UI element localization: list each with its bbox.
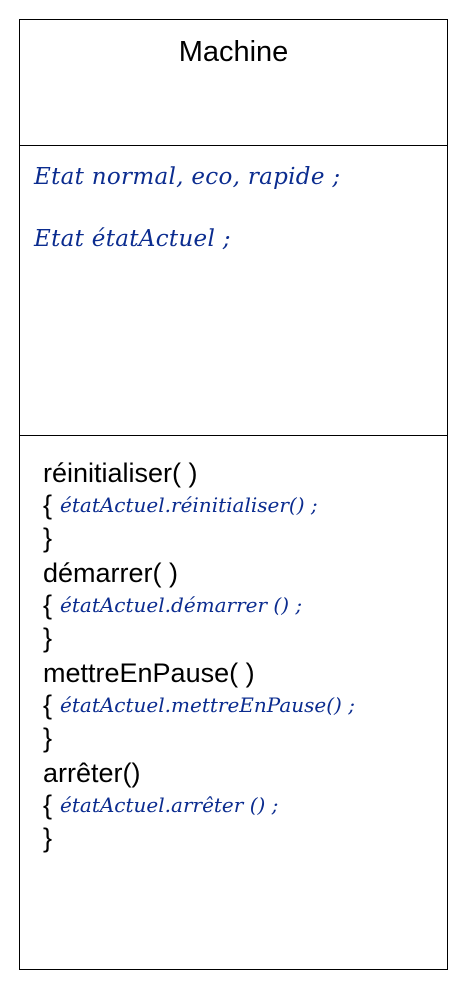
class-name: Machine bbox=[178, 36, 289, 68]
method-body: { étatActuel.réinitialiser() ; bbox=[43, 490, 437, 520]
method-signature: démarrer( ) bbox=[43, 558, 179, 588]
method-body: { étatActuel.arrêter () ; bbox=[43, 790, 437, 820]
method-body-text: étatActuel.mettreEnPause() ; bbox=[60, 693, 355, 717]
method-signature: réinitialiser( ) bbox=[43, 458, 198, 488]
method-list: réinitialiser( ) { étatActuel.réinitiali… bbox=[43, 456, 437, 856]
class-name-compartment: Machine bbox=[20, 20, 447, 146]
open-brace: { bbox=[43, 790, 53, 820]
method-body-text: étatActuel.démarrer () ; bbox=[60, 593, 303, 617]
attributes-compartment: Etat normal, eco, rapide ; Etat étatActu… bbox=[20, 146, 447, 436]
close-brace: } bbox=[43, 823, 53, 853]
attribute-states: Etat normal, eco, rapide ; bbox=[34, 164, 341, 190]
open-brace: { bbox=[43, 590, 53, 620]
method-reinitialiser: réinitialiser( ) { étatActuel.réinitiali… bbox=[43, 456, 437, 556]
method-arreter: arrêter() { étatActuel.arrêter () ; } bbox=[43, 756, 437, 856]
methods-compartment: réinitialiser( ) { étatActuel.réinitiali… bbox=[20, 436, 447, 969]
method-body-text: étatActuel.arrêter () ; bbox=[60, 793, 279, 817]
uml-class-box: Machine Etat normal, eco, rapide ; Etat … bbox=[19, 19, 448, 970]
attribute-current-state: Etat étatActuel ; bbox=[34, 226, 231, 252]
open-brace: { bbox=[43, 690, 53, 720]
method-body: { étatActuel.démarrer () ; bbox=[43, 590, 437, 620]
close-brace: } bbox=[43, 723, 53, 753]
method-body-text: étatActuel.réinitialiser() ; bbox=[60, 493, 318, 517]
method-signature: arrêter() bbox=[43, 758, 141, 788]
method-mettre-en-pause: mettreEnPause( ) { étatActuel.mettreEnPa… bbox=[43, 656, 437, 756]
method-body: { étatActuel.mettreEnPause() ; bbox=[43, 690, 437, 720]
method-signature: mettreEnPause( ) bbox=[43, 658, 255, 688]
close-brace: } bbox=[43, 623, 53, 653]
open-brace: { bbox=[43, 490, 53, 520]
method-demarrer: démarrer( ) { étatActuel.démarrer () ; } bbox=[43, 556, 437, 656]
close-brace: } bbox=[43, 523, 53, 553]
